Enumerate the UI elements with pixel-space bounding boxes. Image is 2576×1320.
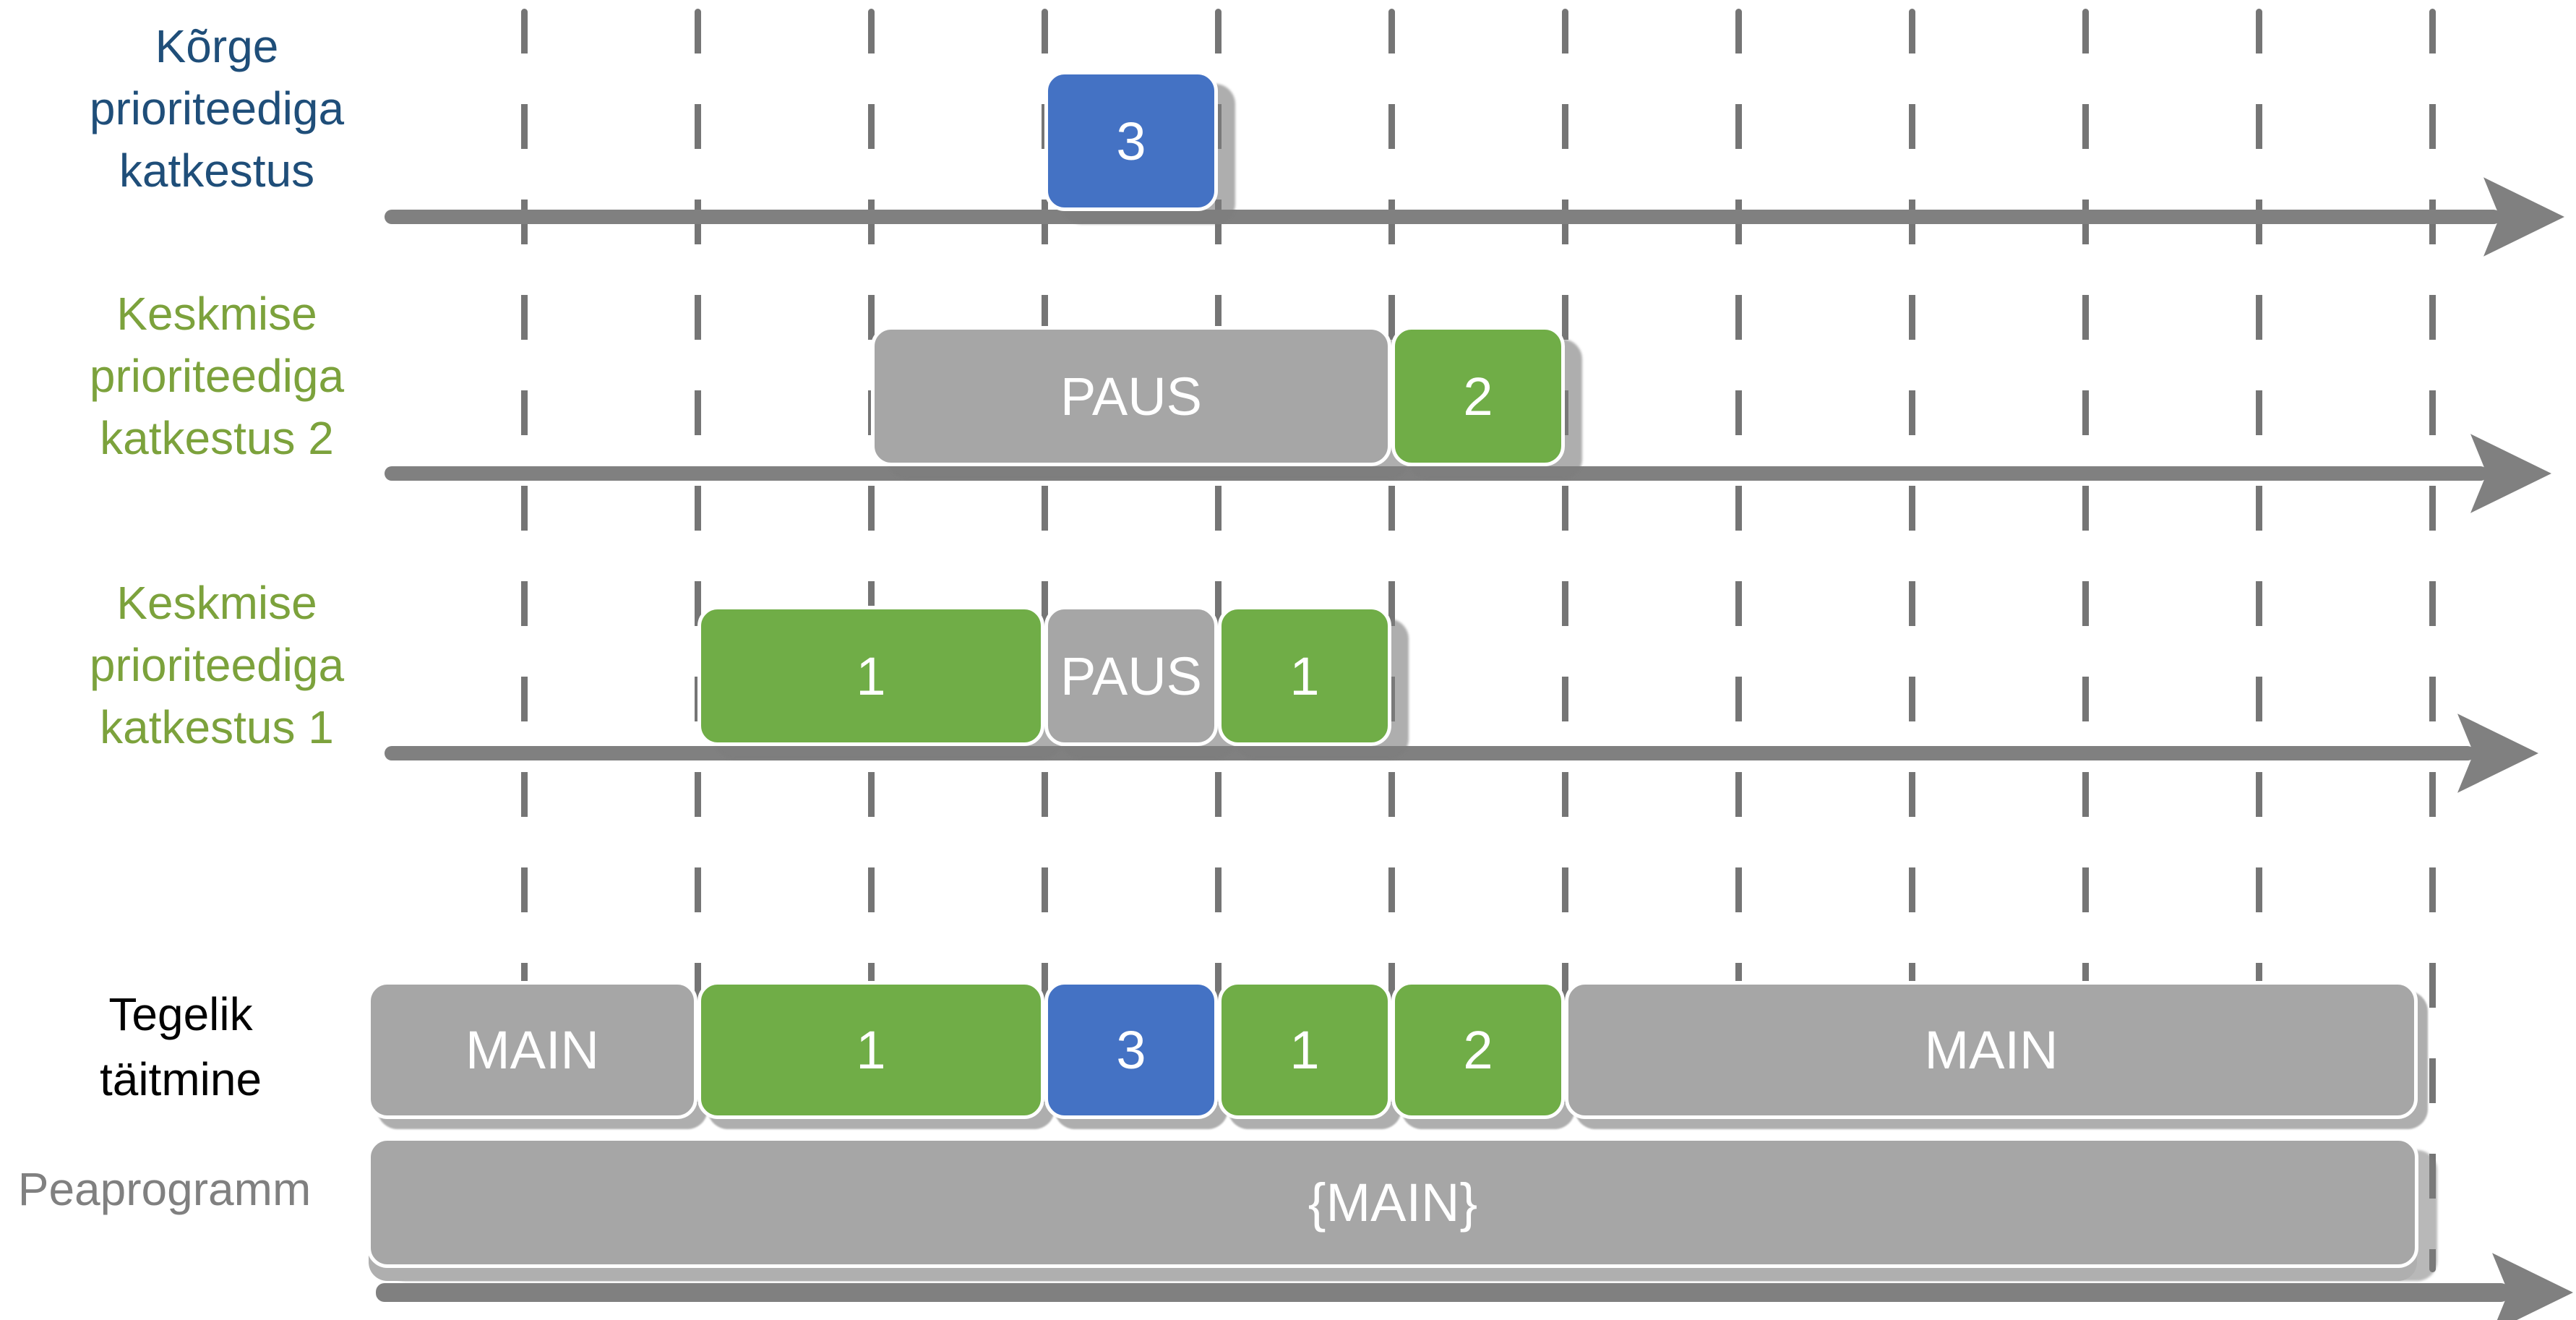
segment-label: PAUS (1060, 366, 1203, 427)
timeline-arrow-line (385, 210, 2501, 224)
segment-1: 1 (1218, 981, 1391, 1119)
timeline-arrow-line (385, 466, 2488, 481)
segment-label: 1 (1289, 1020, 1320, 1080)
row-label-line: katkestus 2 (100, 412, 334, 464)
row-label-line: Peaprogramm (17, 1163, 312, 1215)
segment-label: {MAIN} (1308, 1173, 1478, 1233)
timeline-arrow-line (376, 1283, 2510, 1302)
segment-paus: PAUS (871, 326, 1391, 466)
row-label-line: katkestus (119, 145, 315, 197)
row-label-line: prioriteediga (89, 639, 345, 691)
row-label-high-priority-interrupt: Kõrge prioriteediga katkestus (0, 15, 434, 202)
segment-3: 3 (1044, 71, 1218, 211)
segment-2: 2 (1391, 981, 1565, 1119)
row-label-medium-priority-interrupt-1: Keskmise prioriteediga katkestus 1 (0, 572, 434, 758)
segment-1: 1 (697, 606, 1044, 746)
segment-main: {MAIN} (367, 1137, 2418, 1268)
segment-label: 3 (1116, 111, 1146, 171)
segment-paus: PAUS (1044, 606, 1218, 746)
segment-1: 1 (1218, 606, 1391, 746)
segment-label: 2 (1463, 366, 1493, 427)
timeline-arrowhead-icon (2492, 1253, 2573, 1320)
row-label-main-program: Peaprogramm (0, 1158, 329, 1220)
timeline-gridline (1388, 9, 1395, 1272)
timeline-gridline (2255, 9, 2262, 1272)
row-label-line: prioriteediga (89, 350, 345, 402)
segment-main: MAIN (1565, 981, 2418, 1119)
timeline-gridline (1735, 9, 1742, 1272)
row-label-line: täitmine (99, 1053, 262, 1105)
row-label-line: Tegelik (108, 988, 253, 1040)
row-label-line: Kõrge (155, 20, 279, 72)
row-label-line: prioriteediga (89, 82, 345, 134)
segment-label: MAIN (465, 1020, 599, 1080)
row-label-actual-execution: Tegelik täitmine (0, 982, 361, 1112)
timeline-gridline (2429, 9, 2436, 1272)
timeline-arrow-line (385, 746, 2475, 760)
segment-label: 1 (856, 1020, 886, 1080)
row-label-line: Keskmise (116, 288, 317, 340)
segment-label: PAUS (1060, 646, 1203, 706)
timeline-gridline (2082, 9, 2089, 1272)
segment-1: 1 (697, 981, 1044, 1119)
row-label-line: Keskmise (116, 577, 317, 629)
segment-2: 2 (1391, 326, 1565, 466)
timeline-gridline (1908, 9, 1915, 1272)
segment-label: MAIN (1924, 1020, 2058, 1080)
segment-label: 1 (856, 646, 886, 706)
segment-label: 2 (1463, 1020, 1493, 1080)
segment-main: MAIN (367, 981, 697, 1119)
segment-label: 1 (1289, 646, 1320, 706)
timeline-gridline (520, 9, 528, 1272)
row-label-medium-priority-interrupt-2: Keskmise prioriteediga katkestus 2 (0, 283, 434, 469)
segment-3: 3 (1044, 981, 1218, 1119)
timeline-gridline (1561, 9, 1568, 1272)
row-label-line: katkestus 1 (100, 701, 334, 753)
segment-label: 3 (1116, 1020, 1146, 1080)
